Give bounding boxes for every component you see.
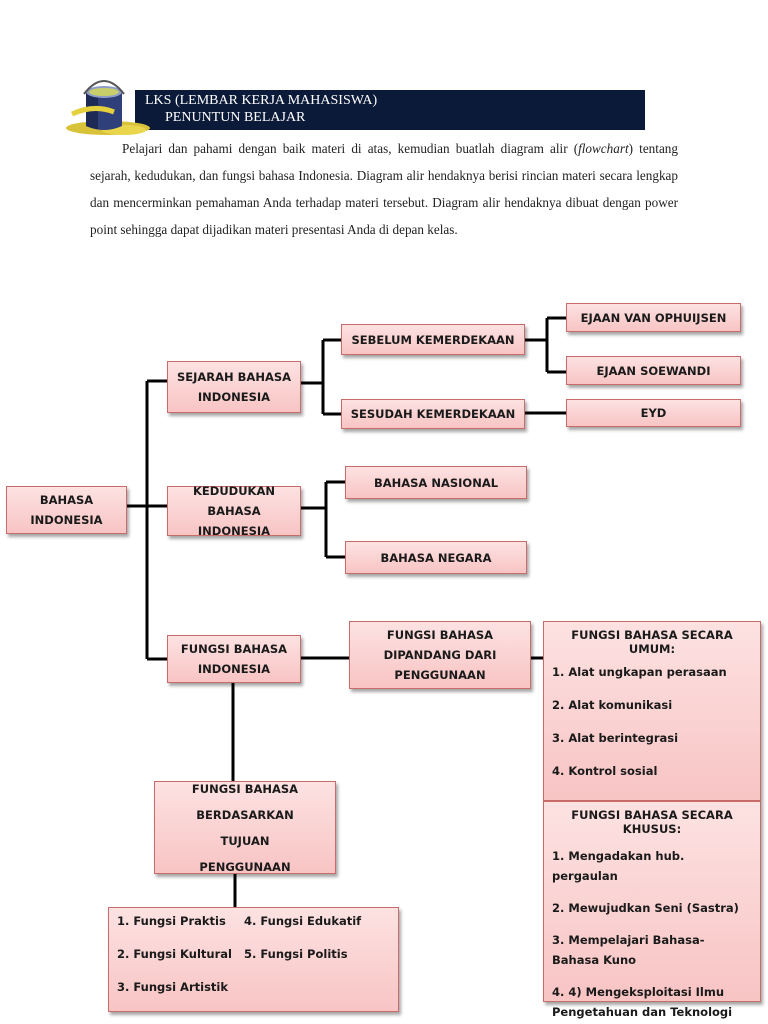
umum-title: FUNGSI BAHASA SECARA UMUM: xyxy=(571,628,733,656)
sebelum-box: SEBELUM KEMERDEKAAN xyxy=(341,324,525,355)
instruction-text-start: Pelajari dan pahami dengan baik materi d… xyxy=(122,141,579,156)
tujuan-item: 2. Fungsi Kultural xyxy=(117,947,232,961)
sejarah-box: SEJARAH BAHASA INDONESIA xyxy=(167,361,301,413)
umum-item: 1. Alat ungkapan perasaan xyxy=(552,665,727,679)
dipandang-box: FUNGSI BAHASA DIPANDANG DARI PENGGUNAAN xyxy=(349,621,531,689)
tujuan-item: 1. Fungsi Praktis xyxy=(117,914,226,928)
kedudukan-box: KEDUDUKAN BAHASA INDONESIA xyxy=(167,484,301,538)
sesudah-box: SESUDAH KEMERDEKAAN xyxy=(341,399,525,429)
khusus-item: 1. Mengadakan hub. pergaulan xyxy=(552,849,685,883)
khusus-box: FUNGSI BAHASA SECARA KHUSUS: 1. Mengadak… xyxy=(543,801,761,1019)
tujuan-list-box: 1. Fungsi Praktis 2. Fungsi Kultural 3. … xyxy=(108,907,399,1012)
khusus-item: 2. Mewujudkan Seni (Sastra) xyxy=(552,901,739,915)
umum-item: 4. Kontrol sosial xyxy=(552,764,658,778)
khusus-title: FUNGSI BAHASA SECARA KHUSUS: xyxy=(571,808,733,836)
khusus-item: 4. 4) Mengeksploitasi Ilmu Pengetahuan d… xyxy=(552,985,733,1019)
van-ophuijsen-box: EJAAN VAN OPHUIJSEN xyxy=(566,303,741,332)
tujuan-item: 5. Fungsi Politis xyxy=(244,947,348,961)
root-box: BAHASA INDONESIA xyxy=(6,486,127,534)
umum-item: 2. Alat komunikasi xyxy=(552,698,673,712)
instruction-text-rest: ) tentang sejarah, kedudukan, dan fungsi… xyxy=(90,141,678,237)
fungsi-box: FUNGSI BAHASA INDONESIA xyxy=(167,635,301,683)
header-banner: LKS (LEMBAR KERJA MAHASISWA) PENUNTUN BE… xyxy=(135,90,645,130)
tujuan-box: FUNGSI BAHASA BERDASARKAN TUJUAN PENGGUN… xyxy=(154,781,336,874)
instruction-paragraph: Pelajari dan pahami dengan baik materi d… xyxy=(90,135,678,243)
tujuan-item: 3. Fungsi Artistik xyxy=(117,980,228,994)
khusus-item: 3. Mempelajari Bahasa- Bahasa Kuno xyxy=(552,933,705,967)
paint-bucket-icon xyxy=(66,80,150,135)
negara-box: BAHASA NEGARA xyxy=(345,541,527,574)
header-title: LKS (LEMBAR KERJA MAHASISWA) xyxy=(145,93,378,108)
soewandi-box: EJAAN SOEWANDI xyxy=(566,356,741,385)
umum-item: 3. Alat berintegrasi xyxy=(552,731,679,745)
eyd-box: EYD xyxy=(566,399,741,427)
instruction-italic-term: flowchart xyxy=(578,141,629,156)
tujuan-item: 4. Fungsi Edukatif xyxy=(244,914,362,928)
nasional-box: BAHASA NASIONAL xyxy=(345,466,527,499)
header-subtitle: PENUNTUN BELAJAR xyxy=(165,110,306,125)
umum-box: FUNGSI BAHASA SECARA UMUM: 1. Alat ungka… xyxy=(543,621,761,801)
